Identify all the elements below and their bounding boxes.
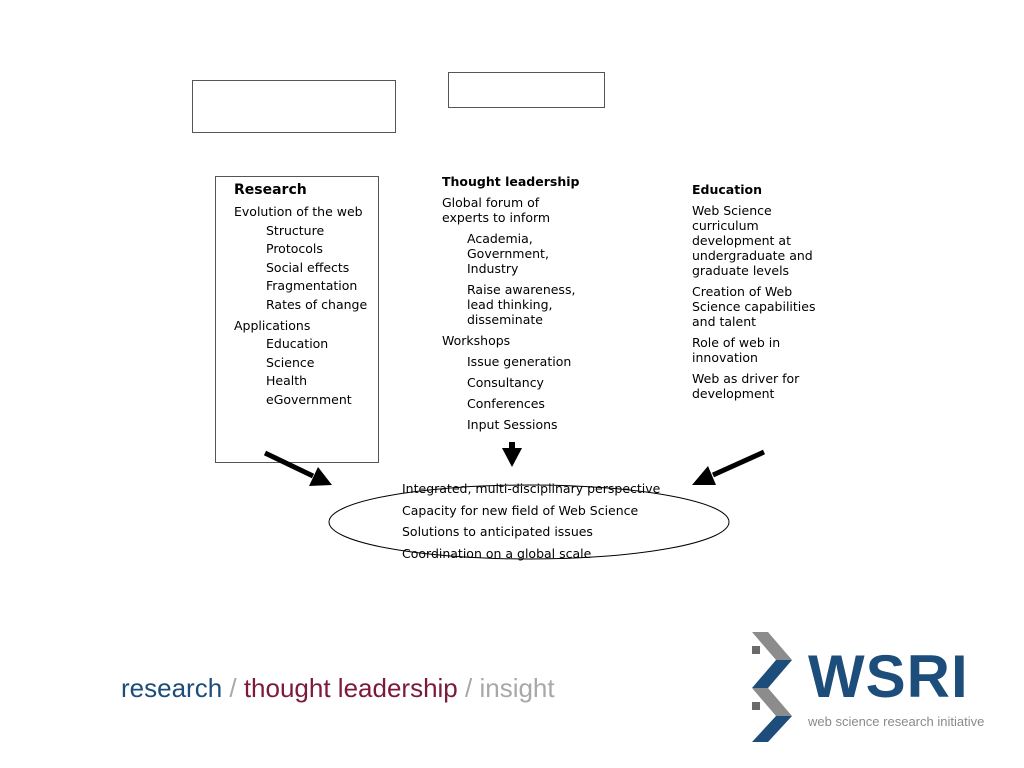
thought-leadership-forum: Global forum of experts to inform [442,195,551,225]
down-arrow-icon [502,442,522,467]
thought-leadership-workshops-item: Consultancy [467,375,544,390]
outcome-item: Integrated, multi-disciplinary perspecti… [402,481,661,496]
tagline-thought-leadership: thought leadership [243,673,458,703]
thought-leadership-forum-item: Raise awareness, lead thinking, dissemin… [467,282,576,327]
wsri-helix-icon [752,632,792,742]
outcome-item: Capacity for new field of Web Science [402,502,639,518]
thought-leadership-workshops-item: Conferences [467,396,545,411]
research-applications-item: Science [266,354,315,370]
tagline-separator: / [457,673,480,703]
thought-leadership-column: Thought leadership Global forum of exper… [442,174,587,438]
research-evolution-item: Rates of change [266,296,368,312]
education-item: Web as driver for development [692,371,800,401]
education-column: Education Web Science curriculum develop… [692,182,822,407]
empty-box-left [192,80,396,133]
research-applications-item: Health [266,373,308,388]
research-column: Research Evolution of the web Structure … [234,183,379,410]
education-item: Creation of Web Science capabilities and… [692,284,816,329]
thought-leadership-workshops: Workshops [442,333,511,348]
education-item: Web Science curriculum development at un… [692,203,813,278]
outcomes-ellipse [328,484,730,560]
research-evolution-item: Social effects [266,259,350,275]
logo-subtitle: web science research initiative [808,714,985,729]
research-applications-item: eGovernment [266,391,352,407]
right-arrow-icon [692,449,766,485]
outcome-item: Solutions to anticipated issues [402,524,593,540]
tagline-research: research [121,673,223,703]
education-heading: Education [692,182,762,197]
education-item: Role of web in innovation [692,335,781,365]
thought-leadership-heading: Thought leadership [442,174,580,189]
thought-leadership-workshops-item: Issue generation [467,354,572,369]
research-heading: Research [234,182,307,198]
research-evolution: Evolution of the web [234,204,363,219]
tagline-insight: insight [479,673,555,703]
research-evolution-item: Fragmentation [266,278,358,293]
left-arrow-icon [263,450,332,486]
research-applications: Applications [234,317,311,333]
thought-leadership-forum-item: Academia, Government, Industry [467,231,549,276]
empty-box-center [448,72,605,108]
outcome-item: Coordination on a global scale [402,545,592,561]
thought-leadership-workshops-item: Input Sessions [467,417,558,432]
research-applications-item: Education [266,336,329,351]
research-box [215,176,379,463]
tagline: research / thought leadership / insight [121,673,555,704]
outcomes-list: Integrated, multi-disciplinary perspecti… [402,478,660,564]
tagline-separator: / [222,673,244,703]
logo-wordmark: WSRI [808,643,969,710]
research-evolution-item: Protocols [266,241,323,256]
research-evolution-item: Structure [266,222,325,238]
